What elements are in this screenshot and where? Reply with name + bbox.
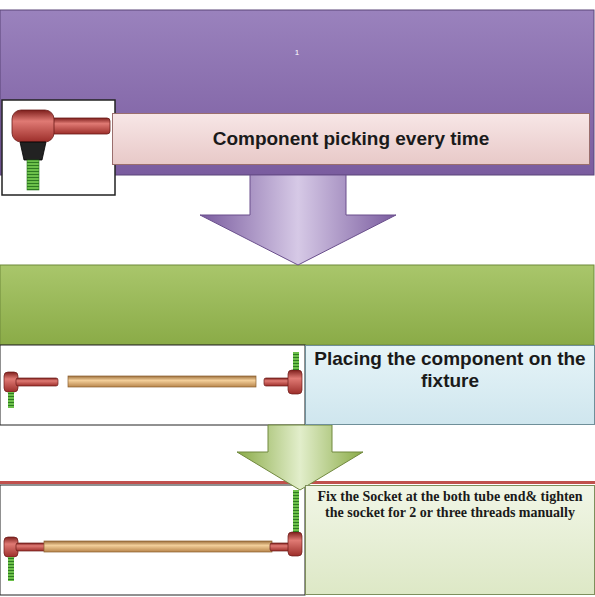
step-text-box: Fix the Socket at the both tube end& tig… [305,485,595,595]
step-band [0,265,594,345]
tie-rod-end-picture [2,100,115,195]
step-label: Fix the Socket at the both tube end& tig… [312,489,588,521]
step-text-box: Placing the component on the fixture [305,345,595,425]
step-text-box: Component picking every time [112,113,590,165]
step-band: 1Component picking every time [0,10,594,175]
block-arrow [237,425,363,490]
tie-rod-parts-picture [0,345,305,425]
step-label: Component picking every time [213,128,490,150]
tie-rod-assembly-picture [0,485,305,595]
step-label: 1 [0,48,594,57]
block-arrow [200,175,396,265]
step-label: Placing the component on the fixture [312,348,588,392]
